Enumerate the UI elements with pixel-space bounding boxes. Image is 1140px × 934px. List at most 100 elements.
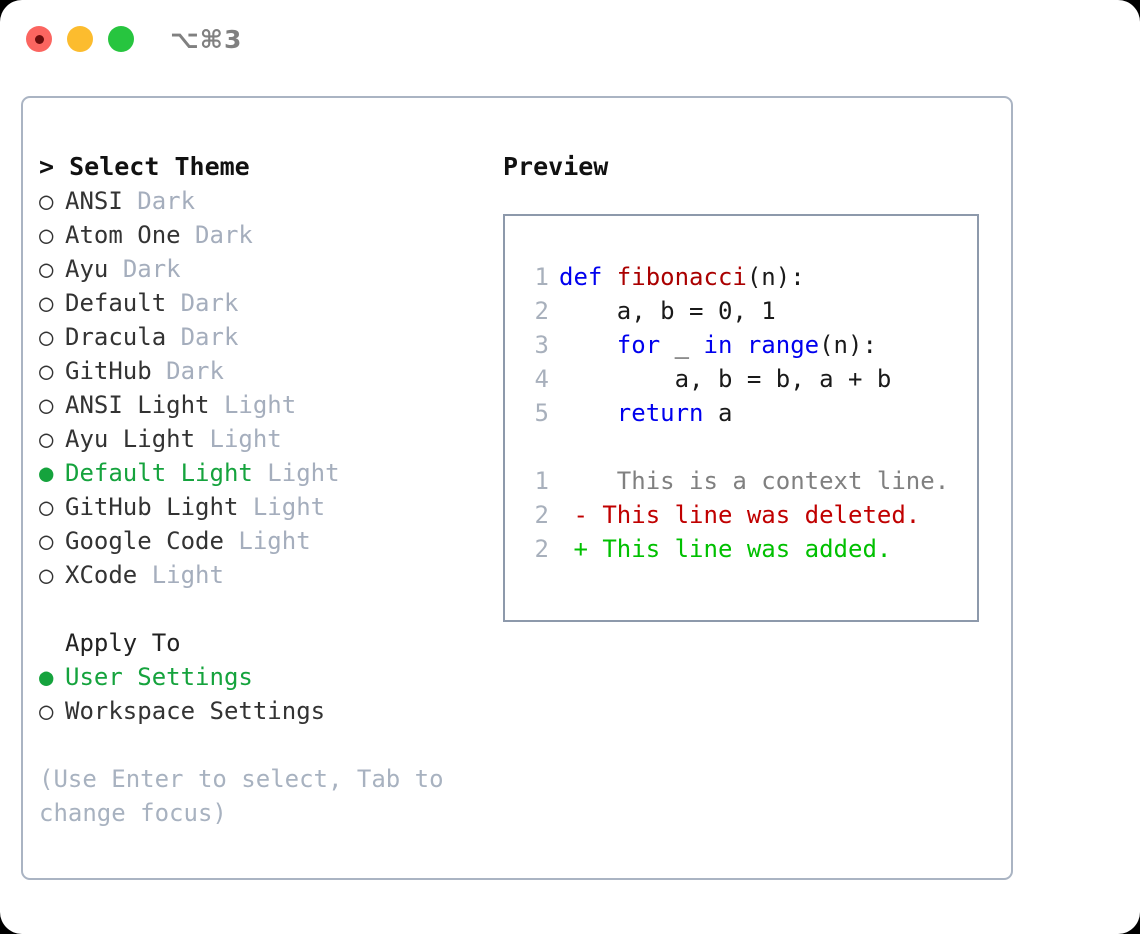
apply-to-indent (39, 626, 65, 660)
apply-to-option-workspace-settings[interactable]: ○Workspace Settings (39, 694, 489, 728)
theme-option-label: Ayu (65, 255, 109, 283)
code-token: _ (674, 331, 704, 359)
theme-option-tag: Light (151, 561, 224, 589)
radio-unselected-icon: ○ (39, 255, 54, 283)
apply-to-label: Apply To (65, 629, 181, 657)
theme-option-label: Ayu Light (65, 425, 196, 453)
diff-marker: + (559, 535, 588, 563)
theme-option-tag: Light (238, 527, 311, 555)
theme-option-tag: Dark (180, 289, 239, 317)
radio-unselected-icon: ○ (39, 391, 54, 419)
code-line-number: 2 (534, 297, 549, 325)
theme-option-atom-one[interactable]: ○Atom One Dark (39, 218, 489, 252)
theme-option-tag: Light (252, 493, 326, 521)
code-token: (n): (746, 263, 805, 291)
diff-text: This line was added. (587, 535, 892, 563)
code-token: range (746, 331, 820, 359)
diff-line: 1 This is a context line. (505, 464, 977, 498)
radio-unselected-icon: ○ (39, 697, 54, 725)
keyboard-shortcut-label: ⌥⌘3 (170, 24, 243, 54)
list-spacer (39, 592, 489, 626)
theme-option-label: Google Code (65, 527, 224, 555)
theme-list-column: > Select Theme ○ANSI Dark○Atom One Dark○… (39, 150, 489, 830)
theme-option-label: ANSI (65, 187, 123, 215)
theme-option-label: Atom One (65, 221, 181, 249)
diff-marker (559, 467, 588, 495)
radio-unselected-icon: ○ (39, 187, 54, 215)
code-line: 5 return a (505, 396, 977, 430)
theme-option-default[interactable]: ○Default Dark (39, 286, 489, 320)
code-token: a (717, 399, 733, 427)
code-token: def (559, 263, 617, 291)
apply-to-heading: Apply To (39, 626, 489, 660)
code-diff-gap (505, 430, 977, 464)
theme-option-tag: Dark (137, 187, 196, 215)
code-line-number: 3 (534, 331, 549, 359)
theme-option-google-code[interactable]: ○ Google Code Light (39, 524, 489, 558)
diff-line: 2 - This line was deleted. (505, 498, 977, 532)
theme-option-label: XCode (65, 561, 138, 589)
theme-option-ansi[interactable]: ○ ANSI Dark (39, 184, 489, 218)
radio-unselected-icon: ○ (39, 357, 54, 385)
code-line: 4 a, b = b, a + b (505, 362, 977, 396)
maximize-light-icon[interactable] (108, 26, 134, 52)
code-token: (n): (819, 331, 877, 359)
theme-option-label: Dracula (65, 323, 167, 351)
theme-option-ayu[interactable]: ○Ayu Dark (39, 252, 489, 286)
radio-selected-icon: ● (39, 459, 54, 487)
theme-option-label: GitHub (65, 357, 152, 385)
window-titlebar: ⌥⌘3 (0, 0, 1140, 78)
minimize-light-icon[interactable] (67, 26, 93, 52)
theme-option-tag: Dark (195, 221, 253, 249)
diff-text: This line was deleted. (587, 501, 921, 529)
apply-to-options-list: ● User Settings ○Workspace Settings (39, 660, 489, 728)
theme-list-heading: > Select Theme (39, 152, 250, 181)
theme-option-label: Default (65, 289, 167, 317)
radio-unselected-icon: ○ (39, 493, 54, 521)
theme-selector-panel: > Select Theme ○ANSI Dark○Atom One Dark○… (21, 96, 1013, 880)
radio-unselected-icon: ○ (39, 561, 54, 589)
theme-option-default-light[interactable]: ● Default Light Light (39, 456, 489, 490)
code-token: return (559, 399, 718, 427)
theme-option-dracula[interactable]: ○Dracula Dark (39, 320, 489, 354)
theme-option-label: GitHub Light (65, 493, 239, 521)
code-line: 2 a, b = 0, 1 (505, 294, 977, 328)
close-light-icon[interactable] (26, 26, 52, 52)
diff-line-number: 2 (534, 501, 549, 529)
theme-option-tag: Light (209, 425, 282, 453)
apply-to-option-label: User Settings (65, 663, 253, 691)
diff-marker: - (559, 501, 588, 529)
theme-options-list: ○ANSI Dark○Atom One Dark○Ayu Dark○Defaul… (39, 184, 489, 592)
recording-dot-icon (34, 34, 44, 44)
diff-line-number: 2 (534, 535, 549, 563)
radio-unselected-icon: ○ (39, 527, 54, 555)
radio-selected-icon: ● (39, 663, 54, 691)
theme-option-tag: Light (223, 391, 297, 419)
code-token: for (559, 331, 675, 359)
theme-option-github[interactable]: ○GitHub Dark (39, 354, 489, 388)
traffic-lights (26, 26, 134, 52)
code-token: in (703, 331, 747, 359)
apply-to-option-user-settings[interactable]: ● User Settings (39, 660, 489, 694)
theme-option-label: ANSI Light (65, 391, 210, 419)
theme-option-ansi-light[interactable]: ○ ANSI Light Light (39, 388, 489, 422)
diff-line: 2 + This line was added. (505, 532, 977, 566)
code-line: 3 for _ in range(n): (505, 328, 977, 362)
theme-option-xcode[interactable]: ○ XCode Light (39, 558, 489, 592)
preview-title: Preview (503, 152, 609, 181)
radio-unselected-icon: ○ (39, 425, 54, 453)
keyboard-hint-text: (Use Enter to select, Tab to change focu… (39, 765, 444, 827)
code-token: a, b = b, a + b (559, 365, 892, 393)
theme-option-label: Default Light (65, 459, 253, 487)
diff-sample: 1 This is a context line.2 - This line w… (505, 464, 977, 566)
code-line-number: 1 (534, 263, 549, 291)
theme-option-github-light[interactable]: ○ GitHub Light Light (39, 490, 489, 524)
code-line-number: 4 (534, 365, 549, 393)
theme-option-ayu-light[interactable]: ○ Ayu Light Light (39, 422, 489, 456)
theme-option-tag: Light (267, 459, 340, 487)
diff-line-number: 1 (534, 467, 549, 495)
